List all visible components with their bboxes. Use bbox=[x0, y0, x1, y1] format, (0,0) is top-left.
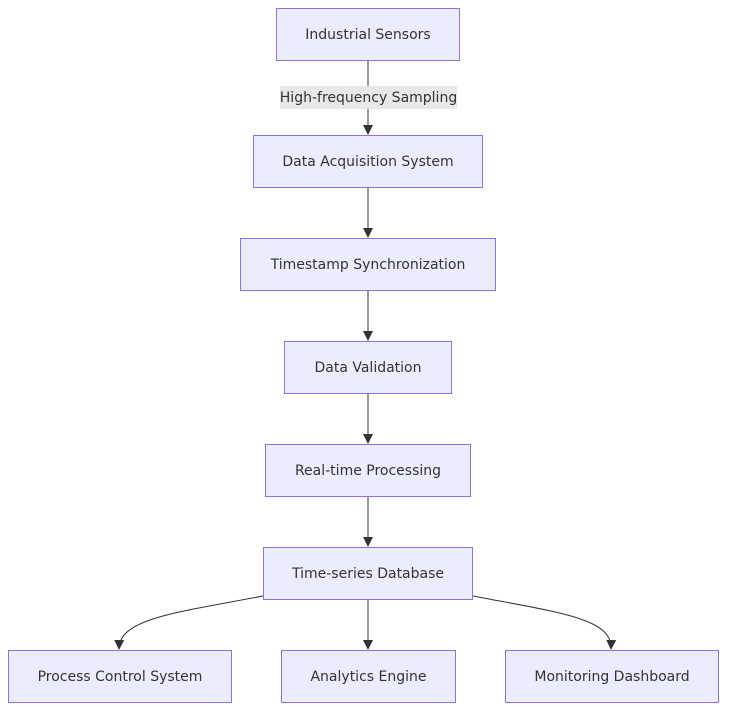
node-monitoring-dashboard: Monitoring Dashboard bbox=[505, 650, 719, 703]
node-real-time-processing: Real-time Processing bbox=[265, 444, 471, 497]
node-time-series-database: Time-series Database bbox=[263, 547, 473, 600]
edge-label-high-frequency-sampling: High-frequency Sampling bbox=[280, 86, 457, 109]
node-data-acquisition-system: Data Acquisition System bbox=[253, 135, 483, 188]
node-industrial-sensors: Industrial Sensors bbox=[276, 8, 460, 61]
node-timestamp-synchronization: Timestamp Synchronization bbox=[240, 238, 496, 291]
node-process-control-system: Process Control System bbox=[8, 650, 232, 703]
node-analytics-engine: Analytics Engine bbox=[281, 650, 456, 703]
node-data-validation: Data Validation bbox=[284, 341, 452, 394]
edge-database-monitoring bbox=[472, 595, 617, 650]
edge-database-control bbox=[114, 595, 264, 650]
